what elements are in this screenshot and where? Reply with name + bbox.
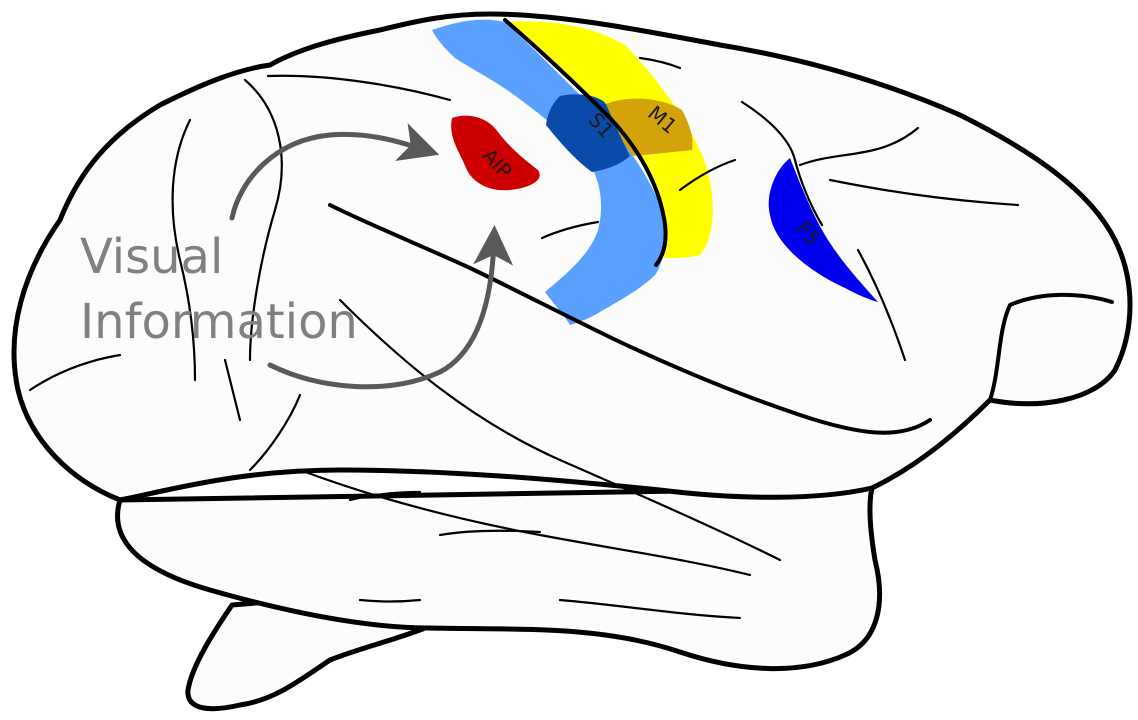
visual-information-line2: Information — [80, 294, 358, 350]
visual-information-line1: Visual — [80, 229, 223, 285]
